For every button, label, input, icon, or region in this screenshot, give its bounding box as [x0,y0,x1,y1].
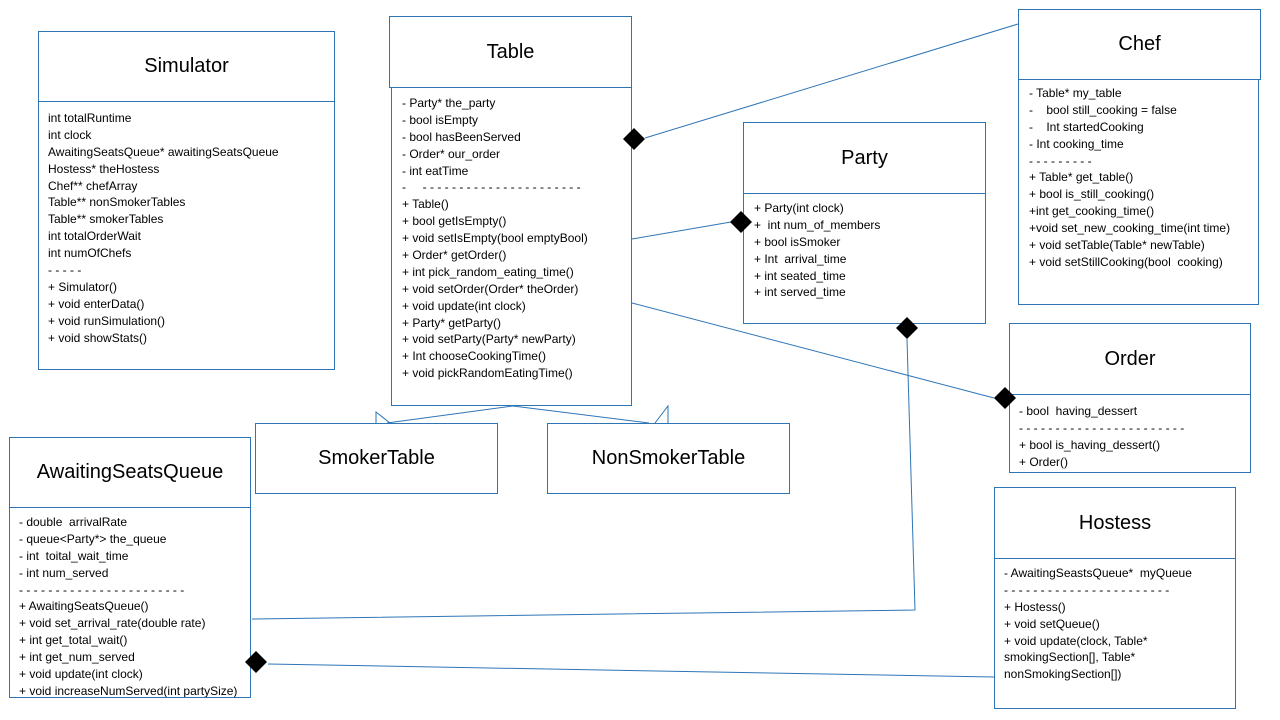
class-member-line: + Order* getOrder() [402,248,507,263]
class-member-line: - bool hasBeenServed [402,129,521,144]
connector-table-chef [644,23,1019,139]
class-member-line: Hostess* theHostess [48,161,160,176]
class-member-line: + Order() [1019,454,1069,469]
inheritance-arrowhead-non-smoker [654,404,669,424]
class-hostess-members: - AwaitingSeastsQueue* myQueue - - - - - … [994,558,1236,709]
class-member-line: + Int chooseCookingTime() [402,349,546,364]
class-non-smoker-table: NonSmokerTable [547,423,790,494]
class-member-line: - int toital_wait_time [19,548,129,563]
class-member-line: + int get_num_served [19,650,135,665]
class-member-line: + Table() [402,197,449,212]
class-member-line: + void setIsEmpty(bool emptyBool) [402,231,588,246]
class-member-line: + void update(int clock) [19,667,143,682]
class-chef-title: Chef [1018,9,1261,80]
class-table-title: Table [389,16,632,88]
class-simulator-title: Simulator [38,31,335,102]
class-member-line: + bool isSmoker [754,234,841,249]
class-smoker-table: SmokerTable [255,423,498,494]
class-member-line: - - - - - - - - - [1029,153,1092,168]
class-order: Order - bool having_dessert - - - - - - -… [1009,323,1251,473]
class-member-line: Chef** chefArray [48,178,138,193]
connector-inherit-smoker [386,405,514,424]
class-member-line: - - - - - - - - - - - - - - - - - - - - … [1004,582,1170,597]
class-member-line: - bool isEmpty [402,112,479,127]
class-member-line: - - - - - - - - - - - - - - - - - - - - … [402,180,581,195]
class-member-line: + AwaitingSeatsQueue() [19,599,149,614]
class-hostess: Hostess - AwaitingSeastsQueue* myQueue- … [994,487,1236,709]
class-member-line: + void update(int clock) [402,298,526,313]
class-member-line: + Hostess() [1004,599,1066,614]
class-member-line: - AwaitingSeastsQueue* myQueue [1004,566,1192,580]
class-order-title: Order [1009,323,1251,395]
class-member-line: - Table* my_table [1029,86,1122,100]
class-member-line: + void setParty(Party* newParty) [402,332,576,347]
class-member-line: int totalOrderWait [48,229,141,244]
class-member-line: - int num_served [19,565,109,580]
class-member-line: + void showStats() [48,330,148,345]
class-member-line: - double arrivalRate [19,515,128,529]
class-member-line: - Int cooking_time [1029,136,1124,151]
class-table-members: - Party* the_party - bool isEmpty - bool h… [391,87,632,406]
class-member-line: - bool having_dessert [1019,404,1138,418]
class-member-line: + int served_time [754,285,846,300]
class-member-line: + int get_total_wait() [19,633,128,648]
class-party-title: Party [743,122,986,194]
class-member-line: - - - - - - - - - - - - - - - - - - - - … [19,582,185,597]
class-member-line: - queue<Party*> the_queue [19,531,167,546]
class-member-line: + bool is_having_dessert() [1019,437,1161,452]
class-member-line: + Int arrival_time [754,251,847,266]
connector-table-party [631,221,732,240]
connector-inherit-non-smoker [512,405,650,424]
class-member-line: Table** smokerTables [48,212,164,227]
class-awaiting-seats-queue-members: - double arrivalRate - queue<Party*> the_… [9,507,251,698]
class-member-line: + void runSimulation() [48,313,166,328]
class-chef: Chef - Table* my_table - bool still_cooki… [1018,9,1261,305]
class-member-line: int clock [48,127,92,142]
connector-queue-hostess [267,663,995,678]
class-member-line: + Party(int clock) [754,201,844,215]
class-member-line: + Party* getParty() [402,315,502,330]
class-member-line: + void increaseNumServed(int partySize) [19,683,238,698]
class-hostess-title: Hostess [994,487,1236,559]
class-member-line: + bool getIsEmpty() [402,214,507,229]
class-member-line: + void set_arrival_rate(double rate) [19,616,206,631]
class-member-line: - Int startedCooking [1029,119,1144,134]
class-member-line: - - - - - [48,263,82,278]
class-member-line: + void enterData() [48,296,145,311]
class-member-line: + int seated_time [754,268,846,283]
class-member-line: +void set_new_cooking_time(int time) [1029,221,1231,236]
class-member-line: - bool still_cooking = false [1029,102,1177,117]
class-member-line: + void update(clock, Table* smokingSecti… [1004,633,1148,682]
class-member-line: - - - - - - - - - - - - - - - - - - - - … [1019,420,1185,435]
inheritance-arrowhead-smoker [375,410,391,424]
class-member-line: Table** nonSmokerTables [48,195,186,210]
class-order-members: - bool having_dessert - - - - - - - - - -… [1009,394,1251,473]
class-member-line: + int num_of_members [754,217,881,232]
class-table: Table - Party* the_party- bool isEmpty- … [389,16,632,406]
class-member-line: + Simulator() [48,279,118,294]
class-member-line: + void setTable(Table* newTable) [1029,238,1205,253]
class-party: Party + Party(int clock) + int num_of_mem… [743,122,986,324]
class-member-line: + void setStillCooking(bool cooking) [1029,254,1223,269]
class-member-line: - Order* our_order [402,146,501,161]
class-party-members: + Party(int clock) + int num_of_members + … [743,193,986,324]
class-member-line: +int get_cooking_time() [1029,204,1155,219]
class-member-line: - int eatTime [402,163,469,178]
class-member-line: AwaitingSeatsQueue* awaitingSeatsQueue [48,144,279,159]
class-member-line: + bool is_still_cooking() [1029,187,1155,202]
class-member-line: + void setOrder(Order* theOrder) [402,281,579,296]
class-member-line: - Party* the_party [402,96,496,110]
class-awaiting-seats-queue-title: AwaitingSeatsQueue [9,437,251,508]
class-member-line: + void setQueue() [1004,616,1100,631]
class-member-line: int totalRuntime [48,111,132,125]
class-member-line: + Table* get_table() [1029,170,1134,185]
class-chef-members: - Table* my_table - bool still_cooking = … [1018,79,1259,305]
class-member-line: + int pick_random_eating_time() [402,264,574,279]
class-awaiting-seats-queue: AwaitingSeatsQueue - double arrivalRate-… [9,437,251,698]
class-member-line: int numOfChefs [48,246,132,261]
class-member-line: + void pickRandomEatingTime() [402,366,573,381]
